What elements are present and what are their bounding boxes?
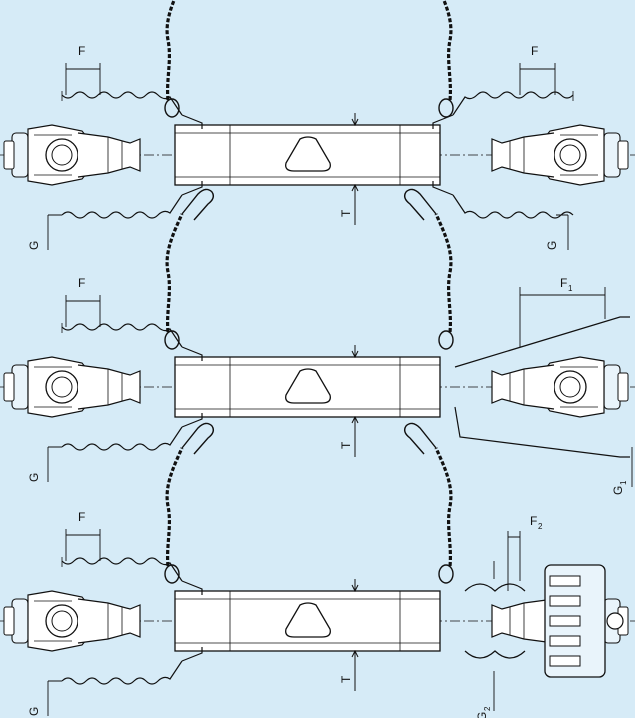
left-chain xyxy=(163,187,215,351)
left-guard-bottom xyxy=(61,180,203,219)
g-left-label: G xyxy=(27,241,41,250)
left-guard-top xyxy=(61,90,203,130)
right-yoke xyxy=(491,356,629,418)
left-chain xyxy=(163,0,215,119)
f-left-label: F xyxy=(78,510,85,524)
g-right-label: G xyxy=(545,241,559,250)
g-right-subscript: 2 xyxy=(483,706,492,711)
right-yoke xyxy=(491,124,629,186)
shaft-standard-guard: T F G F G xyxy=(0,0,635,250)
left-yoke xyxy=(3,356,141,418)
right-guard-top xyxy=(432,90,574,130)
clutch-bolt xyxy=(549,595,581,607)
f-right-subscript: 1 xyxy=(568,284,573,293)
left-yoke xyxy=(3,590,141,652)
g-right-label: G xyxy=(475,712,489,718)
tube-profile-icon xyxy=(285,602,331,638)
right-guard-bottom xyxy=(432,180,574,219)
f-left-label: F xyxy=(78,44,85,58)
f-right-subscript: 2 xyxy=(538,522,543,531)
left-guard-top xyxy=(61,322,203,362)
g-right-subscript: 1 xyxy=(619,480,628,485)
f-left-label: F xyxy=(78,276,85,290)
t-dimension-label: T xyxy=(339,675,353,683)
left-chain xyxy=(163,421,215,585)
left-guard-top xyxy=(61,556,203,596)
tube-profile-icon xyxy=(285,368,331,404)
g-right-label: G xyxy=(611,486,625,495)
left-guard-bottom xyxy=(61,646,203,685)
f-right-label: F xyxy=(531,44,538,58)
left-yoke xyxy=(3,124,141,186)
clutch-bolt xyxy=(549,615,581,627)
f-right-label: F xyxy=(560,276,567,290)
g-left-label: G xyxy=(27,707,41,716)
g-left-label: G xyxy=(27,473,41,482)
clutch-bolt xyxy=(549,635,581,647)
f-right-label: F xyxy=(530,514,537,528)
right-chain xyxy=(403,187,455,351)
right-chain xyxy=(403,0,455,119)
right-chain xyxy=(403,421,455,585)
t-dimension-label: T xyxy=(339,209,353,217)
left-guard-bottom xyxy=(61,412,203,451)
t-dimension-label: T xyxy=(339,441,353,449)
clutch-bolt xyxy=(549,575,581,587)
tube-profile-icon xyxy=(285,136,331,172)
clutch-bolt xyxy=(549,655,581,667)
